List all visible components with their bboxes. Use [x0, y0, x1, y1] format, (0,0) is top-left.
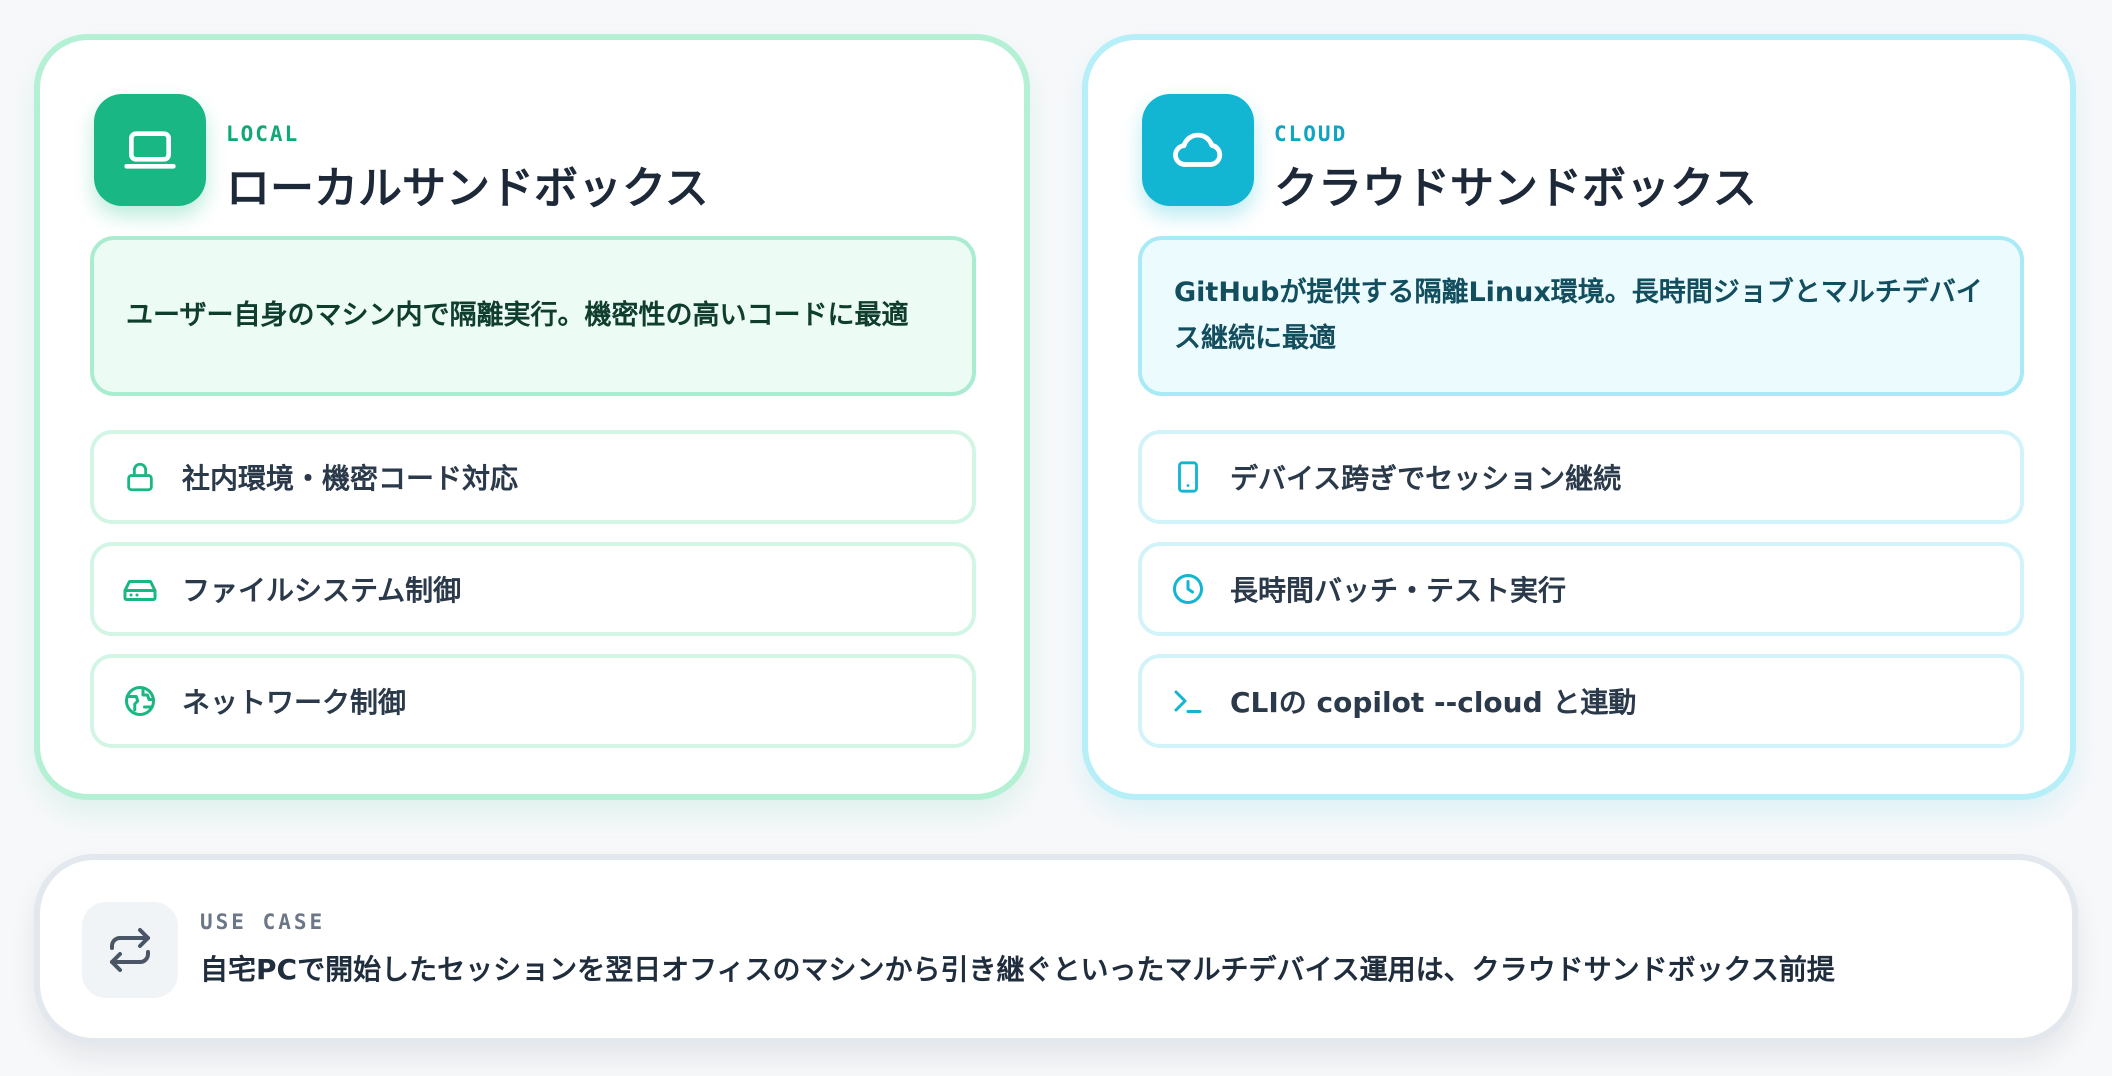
- feature-label: 長時間バッチ・テスト実行: [1230, 574, 1567, 607]
- cloud-feature-item: CLIの copilot --cloud と連動: [1138, 654, 2024, 748]
- feature-label: デバイス跨ぎでセッション継続: [1230, 462, 1622, 495]
- cloud-eyebrow: CLOUD: [1274, 122, 1348, 146]
- feature-label: ネットワーク制御: [182, 686, 407, 719]
- local-title: ローカルサンドボックス: [226, 163, 709, 214]
- globe-icon: [120, 681, 160, 721]
- feature-label: CLIの copilot --cloud と連動: [1230, 686, 1637, 719]
- feature-label: 社内環境・機密コード対応: [182, 462, 519, 495]
- cloud-description: GitHubが提供する隔離Linux環境。長時間ジョブとマルチデバイス継続に最適: [1138, 236, 2024, 396]
- use-case-banner: USE CASE 自宅PCで開始したセッションを翌日オフィスのマシンから引き継ぐ…: [34, 854, 2078, 1044]
- cloud-icon: [1142, 94, 1254, 206]
- local-sandbox-card: LOCAL ローカルサンドボックス ユーザー自身のマシン内で隔離実行。機密性の高…: [34, 34, 1030, 800]
- local-feature-item: ファイルシステム制御: [90, 542, 976, 636]
- tablet-icon: [1168, 457, 1208, 497]
- use-case-label: USE CASE: [200, 910, 326, 934]
- local-eyebrow: LOCAL: [226, 122, 300, 146]
- clock-icon: [1168, 569, 1208, 609]
- local-description: ユーザー自身のマシン内で隔離実行。機密性の高いコードに最適: [90, 236, 976, 396]
- local-feature-item: ネットワーク制御: [90, 654, 976, 748]
- cloud-feature-item: 長時間バッチ・テスト実行: [1138, 542, 2024, 636]
- hard-drive-icon: [120, 569, 160, 609]
- feature-label: ファイルシステム制御: [182, 574, 462, 607]
- cloud-sandbox-card: CLOUD クラウドサンドボックス GitHubが提供する隔離Linux環境。長…: [1082, 34, 2076, 800]
- swap-arrows-icon: [82, 902, 178, 998]
- laptop-icon: [94, 94, 206, 206]
- local-feature-item: 社内環境・機密コード対応: [90, 430, 976, 524]
- terminal-icon: [1168, 681, 1208, 721]
- cloud-title: クラウドサンドボックス: [1274, 163, 1757, 214]
- use-case-text: 自宅PCで開始したセッションを翌日オフィスのマシンから引き継ぐといったマルチデバ…: [200, 953, 1835, 986]
- lock-icon: [120, 457, 160, 497]
- cloud-feature-item: デバイス跨ぎでセッション継続: [1138, 430, 2024, 524]
